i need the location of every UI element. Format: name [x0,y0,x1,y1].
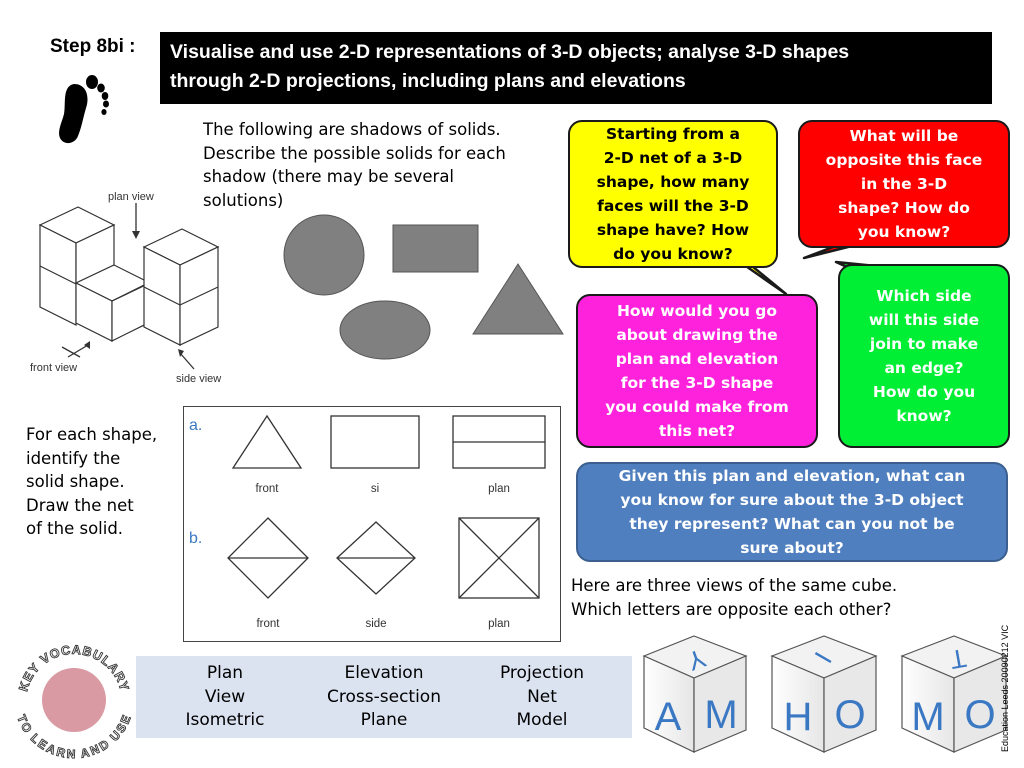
vocab-term: Isometric [185,710,265,730]
shadows-instructions: The following are shadows of solids. Des… [203,118,506,212]
vocabulary-box: Plan View Isometric Elevation Cross-sect… [136,656,632,738]
title-line-1: Visualise and use 2-D representations of… [170,41,850,63]
shadows-line-2: Describe the possible solids for each [203,143,506,163]
each-shape-line-2: identify the [26,448,121,468]
front-view-label: front view [30,362,77,374]
a-side-label: si [371,483,379,495]
vocab-term: Cross-section [327,686,441,707]
cube-question: Here are three views of the same cube. W… [571,574,897,621]
vocab-term: Plane [360,710,408,730]
vocab-term: Projection [499,663,585,683]
each-shape-line-5: of the solid. [26,519,124,538]
b-side-label: side [365,618,386,630]
shadow-ellipse [339,300,431,360]
credit-text: Education Leeds 20090212 VIC [1000,624,1010,752]
step-label: Step 8bi : [50,36,136,57]
bubble-plan-elevation: How would you go about drawing the plan … [576,294,818,448]
plan-view-label: plan view [108,191,154,203]
cube-2-right-letter: O [834,693,865,737]
cube-3-top-letter: T [948,643,969,675]
each-shape-line-1: For each shape, [26,425,158,444]
bubble-which-side: Which side will this side join to make a… [838,264,1010,448]
shadow-circle [283,214,365,296]
isometric-cubes-figure: plan view front view side view [30,191,221,385]
cube-1-right-letter: M [704,693,737,737]
key-vocabulary-badge: KEY VOCABULARY TO LEARN AND USE [14,642,134,761]
bubble-given-plan: Given this plan and elevation, what can … [576,462,1008,562]
vocab-term: Net [527,686,557,707]
views-figure: a. b. front si plan front side plan [183,406,561,642]
cube-3: T M O [900,635,1008,753]
vocab-column-1: Plan View Isometric [164,662,286,733]
shadows-line-3: shadow (there may be several [203,167,455,186]
cube-3-right-letter: O [964,693,995,737]
each-shape-line-4: Draw the net [26,495,134,515]
cube-3-left-letter: M [911,695,944,739]
a-front-label: front [255,483,279,495]
bubble-net-faces: Starting from a 2-D net of a 3-D shape, … [568,120,778,268]
shadow-shapes [283,214,564,360]
cube-1: Y A M [642,635,748,753]
lettered-cubes: Y A M I H O T M O [642,635,1008,753]
a-plan-label: plan [488,483,510,495]
shadow-triangle [472,263,564,335]
vocab-term: View [204,686,246,707]
row-a-label: a. [189,417,202,434]
b-front-label: front [256,618,280,630]
footprint-icon [59,75,109,144]
shadows-line-1: The following are shadows of solids. [203,120,501,139]
cube-question-line-1: Here are three views of the same cube. [571,576,898,595]
title-bar: Visualise and use 2-D representations of… [160,32,992,104]
vocab-column-2: Elevation Cross-section Plane [314,662,454,733]
cube-1-left-letter: A [655,695,682,739]
cube-2: I H O [770,635,878,753]
side-view-label: side view [176,373,221,385]
each-shape-line-3: solid shape. [26,472,125,491]
shadow-rectangle [392,224,479,273]
title-line-2: through 2-D projections, including plans… [170,70,686,92]
vocab-column-3: Projection Net Model [480,662,604,733]
shadows-line-4: solutions) [203,190,284,210]
b-plan-label: plan [488,618,510,630]
cube-2-left-letter: H [784,695,813,739]
each-shape-instructions: For each shape, identify the solid shape… [26,423,157,541]
cube-question-line-2: Which letters are opposite each other? [571,599,892,619]
row-b-label: b. [189,530,202,547]
vocab-term: Model [516,710,568,730]
bubble-opposite-face: What will be opposite this face in the 3… [798,120,1010,248]
vocab-term: Elevation [344,663,424,683]
vocab-term: Plan [206,663,244,683]
